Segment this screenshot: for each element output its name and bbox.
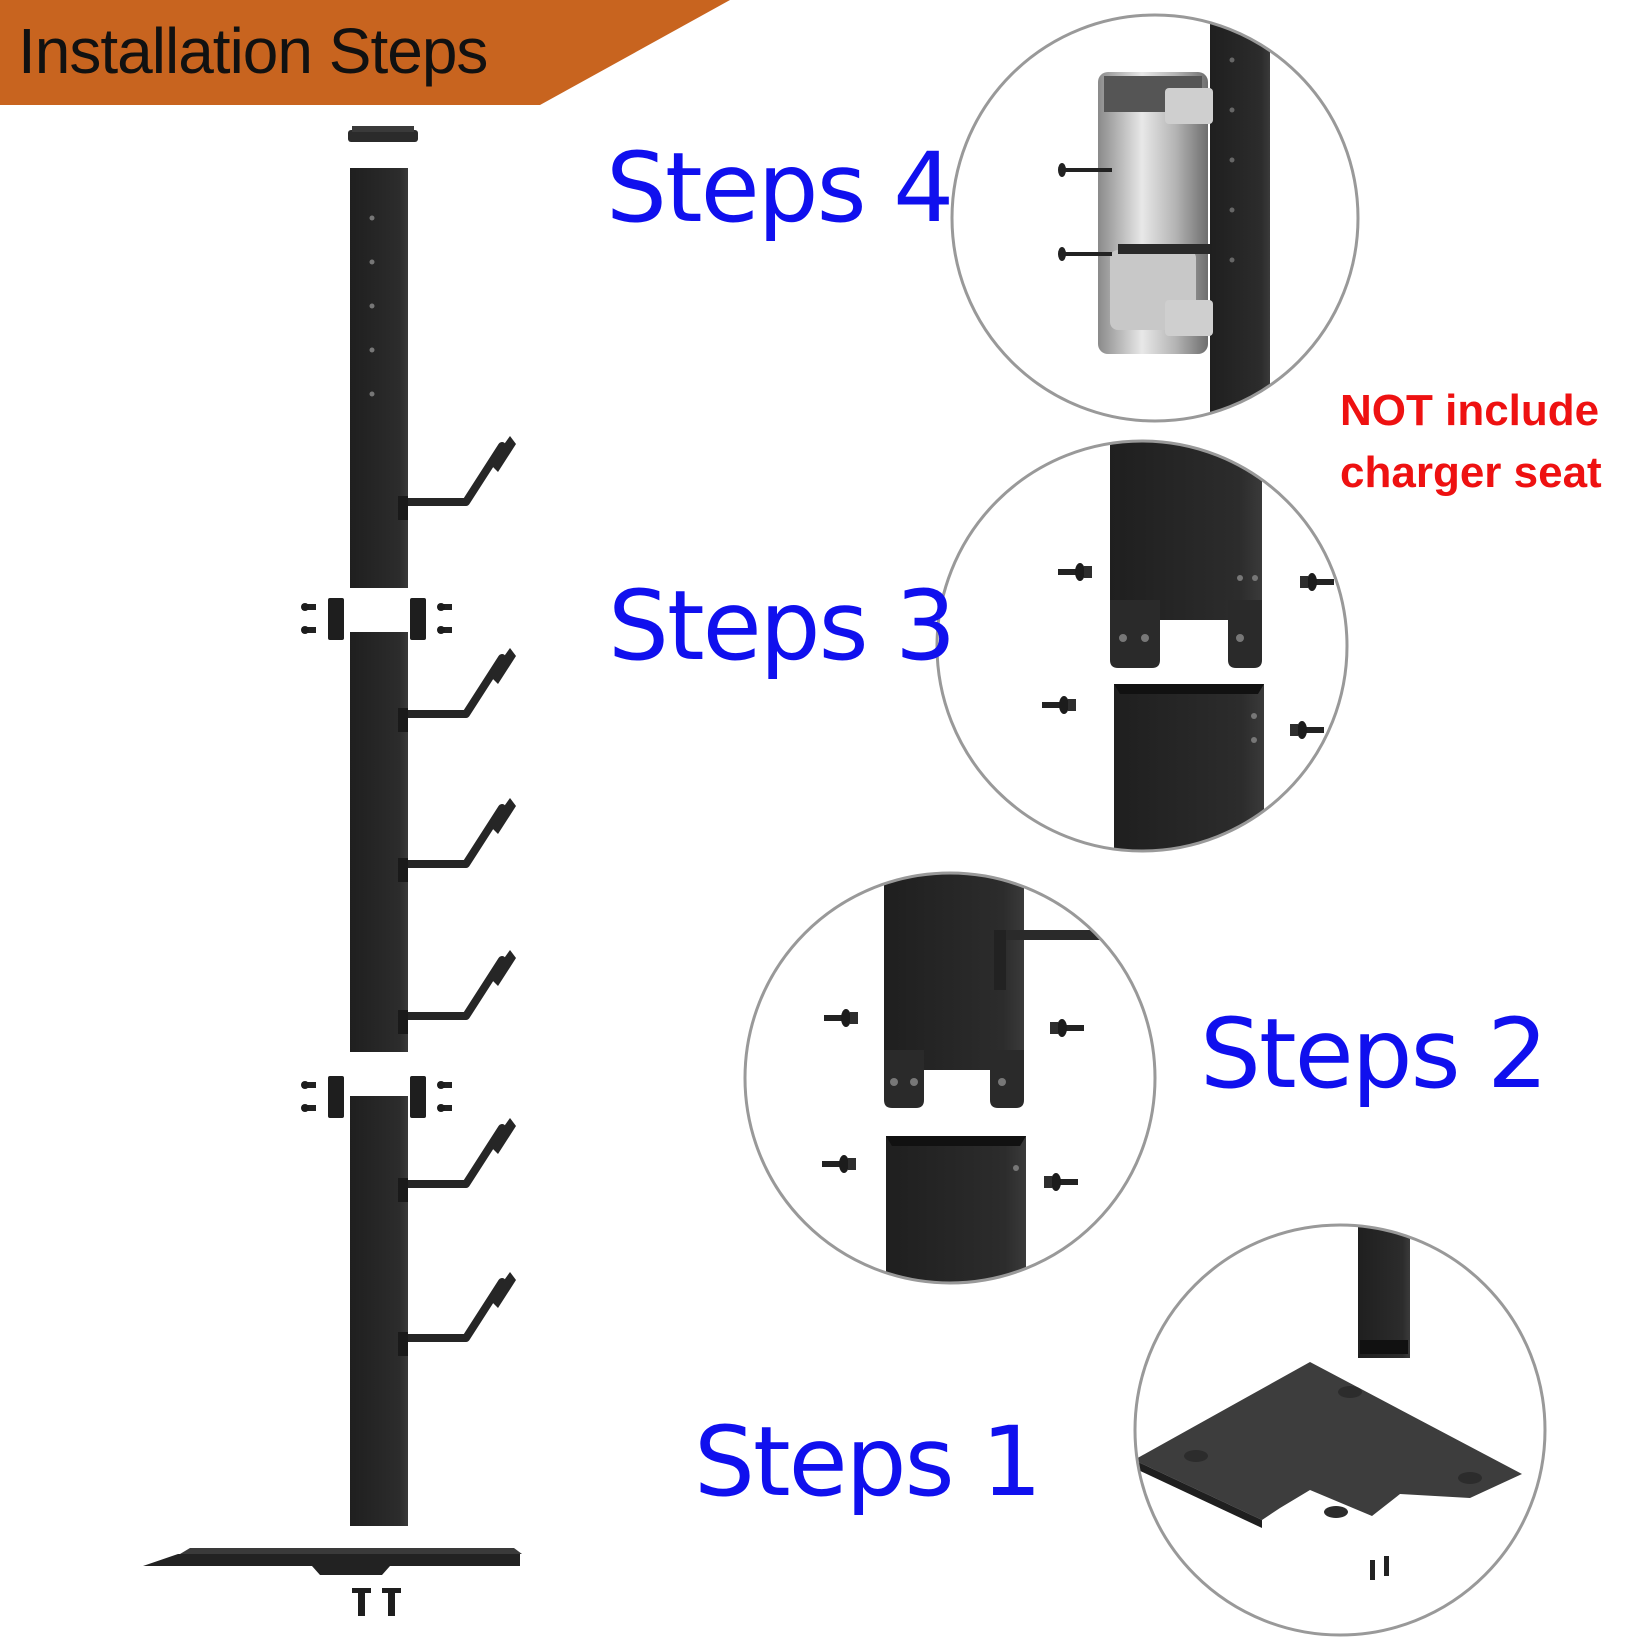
step-3-label: Steps 3	[608, 570, 956, 682]
note-line-2: charger seat	[1340, 448, 1602, 497]
step-2-label: Steps 2	[1200, 998, 1548, 1110]
exploded-pole	[143, 126, 522, 1616]
exclusion-note: NOT include charger seat	[1340, 380, 1602, 504]
note-line-1: NOT include	[1340, 386, 1600, 435]
step4-detail-circle	[950, 13, 1360, 423]
step-1-label: Steps 1	[694, 1406, 1042, 1518]
page-title: Installation Steps	[18, 15, 488, 87]
step1-detail-circle	[1133, 1223, 1547, 1637]
title-banner	[0, 0, 730, 105]
step3-detail-circle	[935, 439, 1349, 853]
step2-detail-circle	[743, 871, 1157, 1285]
step-4-label: Steps 4	[606, 132, 954, 244]
